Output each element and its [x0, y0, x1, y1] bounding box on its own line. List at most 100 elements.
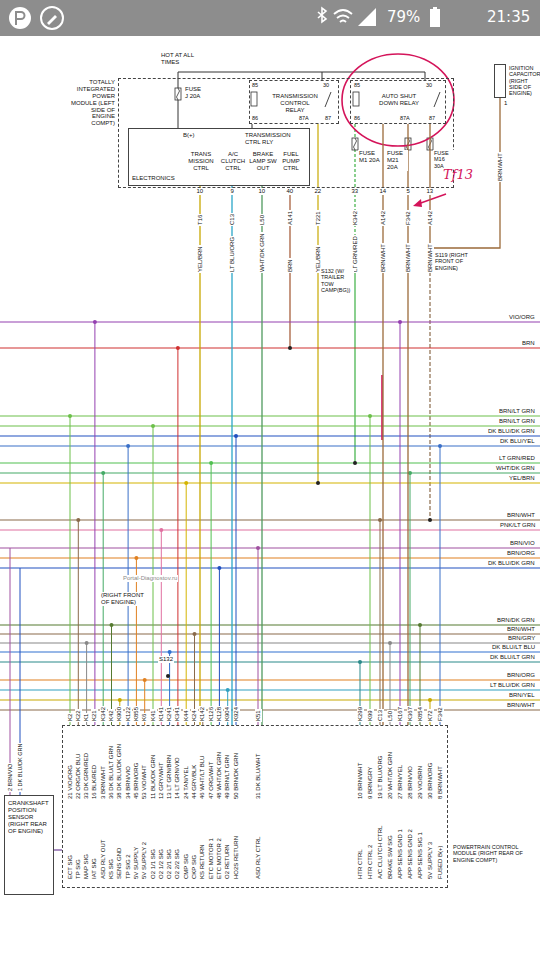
circuit-code: A142 — [380, 210, 387, 226]
pcm-pin-wire — [410, 473, 411, 725]
pin-label: 12 GRY/WHT — [158, 761, 165, 800]
circuit-code: K904 — [224, 706, 231, 722]
pcm-pin-wire — [161, 530, 162, 725]
circuit-code: K126 — [208, 706, 215, 722]
circuit-code: K72 — [427, 709, 434, 722]
splice-dot — [234, 434, 238, 438]
splice-dot — [288, 346, 292, 350]
circuit-code: F342 — [437, 706, 444, 722]
wire-color: DK BLU/LT BLU — [491, 644, 536, 651]
harness-wire — [0, 529, 540, 530]
circuit-code: K342 — [352, 210, 359, 226]
battery-icon — [430, 9, 440, 27]
node-text: TRANSMISSION CONTROL RELAY — [271, 93, 319, 114]
pin-number: 5 — [406, 188, 411, 195]
wire-color: LT BLU/ORG — [229, 236, 236, 273]
pcm-pin-wire — [400, 322, 401, 725]
pcm-pin-wire — [219, 568, 220, 725]
location-note: (RIGHT FRONT OF ENGINE) — [100, 592, 146, 606]
pin-label: 48 WHT/DK GRN — [216, 751, 223, 800]
wire-connector — [430, 98, 500, 248]
pin-number: 1 — [503, 100, 508, 107]
splice-dot — [226, 688, 230, 692]
pin-label: 49 BRN/LT GRN — [224, 754, 231, 800]
sensor-box: CRANKSHAFT POSITION SENSOR (RIGHT REAR O… — [4, 795, 54, 895]
fuse-symbol — [175, 88, 181, 100]
fuse-element — [177, 88, 180, 100]
wire — [354, 265, 355, 463]
node-text: ELECTRONICS — [132, 175, 182, 182]
pin-label: 47 ORG/WHT — [208, 761, 215, 800]
circuit-code: T221 — [315, 210, 322, 226]
splice-dot — [143, 678, 147, 682]
relay-coil — [353, 92, 359, 106]
harness-wire — [0, 557, 540, 558]
splice-dot — [159, 528, 163, 532]
wire-color: YEL/BRN — [508, 475, 536, 482]
splice-dot — [217, 566, 221, 570]
pin-name: 5V SUPPLY 3 — [427, 841, 434, 880]
pin-name: APP SENS GND 2 — [407, 828, 414, 880]
pin-label: 31 DK BLU/WHT — [255, 753, 262, 800]
pin-label: 44 GRY/BLK — [191, 764, 198, 800]
node-text: B(+) — [183, 132, 195, 139]
circuit-code: K22 — [75, 709, 82, 722]
pin-label: 27 BRN/YEL — [397, 764, 404, 800]
pin-number: 30 — [322, 82, 330, 88]
pcm-pin-wire — [128, 446, 129, 725]
pin-label: 50 BRN/DK GRN — [233, 752, 240, 800]
pin-name: O2 1/1 SIG — [150, 848, 157, 880]
app-icon-mark — [16, 12, 25, 25]
pin-label: 20 WHT/DK GRN — [387, 751, 394, 800]
pin-name: MAP SIG — [83, 853, 90, 880]
splice-dot — [93, 320, 97, 324]
splice-dot — [388, 641, 392, 645]
wire-color: BRN/WHT — [427, 243, 434, 273]
splice-dot — [110, 623, 114, 627]
pin-name: KS SIG — [108, 858, 115, 880]
wire-color: BRN/WHT — [405, 243, 412, 273]
wire-color: BRN/LT GRN — [498, 418, 536, 425]
wire-color: PNK/LT GRN — [499, 522, 536, 529]
red-arrow — [418, 194, 446, 204]
pin-number: 14 — [379, 188, 388, 195]
wire-color: BRN — [287, 258, 294, 273]
battery-tip — [433, 7, 437, 9]
pin-number: 40 — [286, 188, 295, 195]
pin-name: TP SIG — [75, 858, 82, 880]
pin-name: ASD RLY OUT — [100, 839, 107, 880]
harness-wire — [0, 482, 540, 483]
pin-label: 24 TAN/YEL — [183, 765, 190, 800]
supply-note: HOT AT ALL TIMES — [160, 52, 204, 66]
splice-dot — [368, 414, 372, 418]
splice-dot — [184, 481, 188, 485]
harness-wire — [0, 642, 540, 643]
pin-name: ETC MOTOR 1 — [208, 837, 215, 880]
harness-wire — [0, 547, 540, 548]
splice-label: S132 (W/ TRAILER TOW CAMP(BG)) — [320, 268, 354, 293]
pin-label: 8 BRN/WHT — [437, 765, 444, 800]
pin-label: 1 DK BLU/DK GRN — [17, 743, 23, 792]
pin-label: 14 LT GRN/VIO — [174, 756, 181, 800]
edit-icon — [41, 7, 63, 29]
relay-switch — [325, 92, 331, 107]
circuit-code: K167 — [397, 706, 404, 722]
pcm-pin-wire — [380, 520, 381, 725]
pin-name: SENS GND — [116, 847, 123, 880]
harness-wire — [0, 651, 540, 652]
wire-color: BRN/YEL — [508, 692, 536, 699]
circuit-code: T16 — [197, 214, 204, 226]
circuit-code: K24 — [191, 709, 198, 722]
wire-color: BRN/GRY — [507, 635, 536, 642]
wire-color: DK BLU/YEL — [499, 438, 536, 445]
circuit-code: K99 — [367, 709, 374, 722]
fuse-symbol — [352, 138, 358, 150]
fuse-label: FUSE J 20A — [184, 86, 206, 100]
splice-dot — [126, 444, 130, 448]
circuit-code: K128 — [216, 706, 223, 722]
harness-wire — [0, 699, 540, 700]
circuit-code: C13 — [229, 213, 236, 226]
pcm-pin-wire — [70, 416, 71, 725]
harness-wire — [0, 624, 540, 625]
